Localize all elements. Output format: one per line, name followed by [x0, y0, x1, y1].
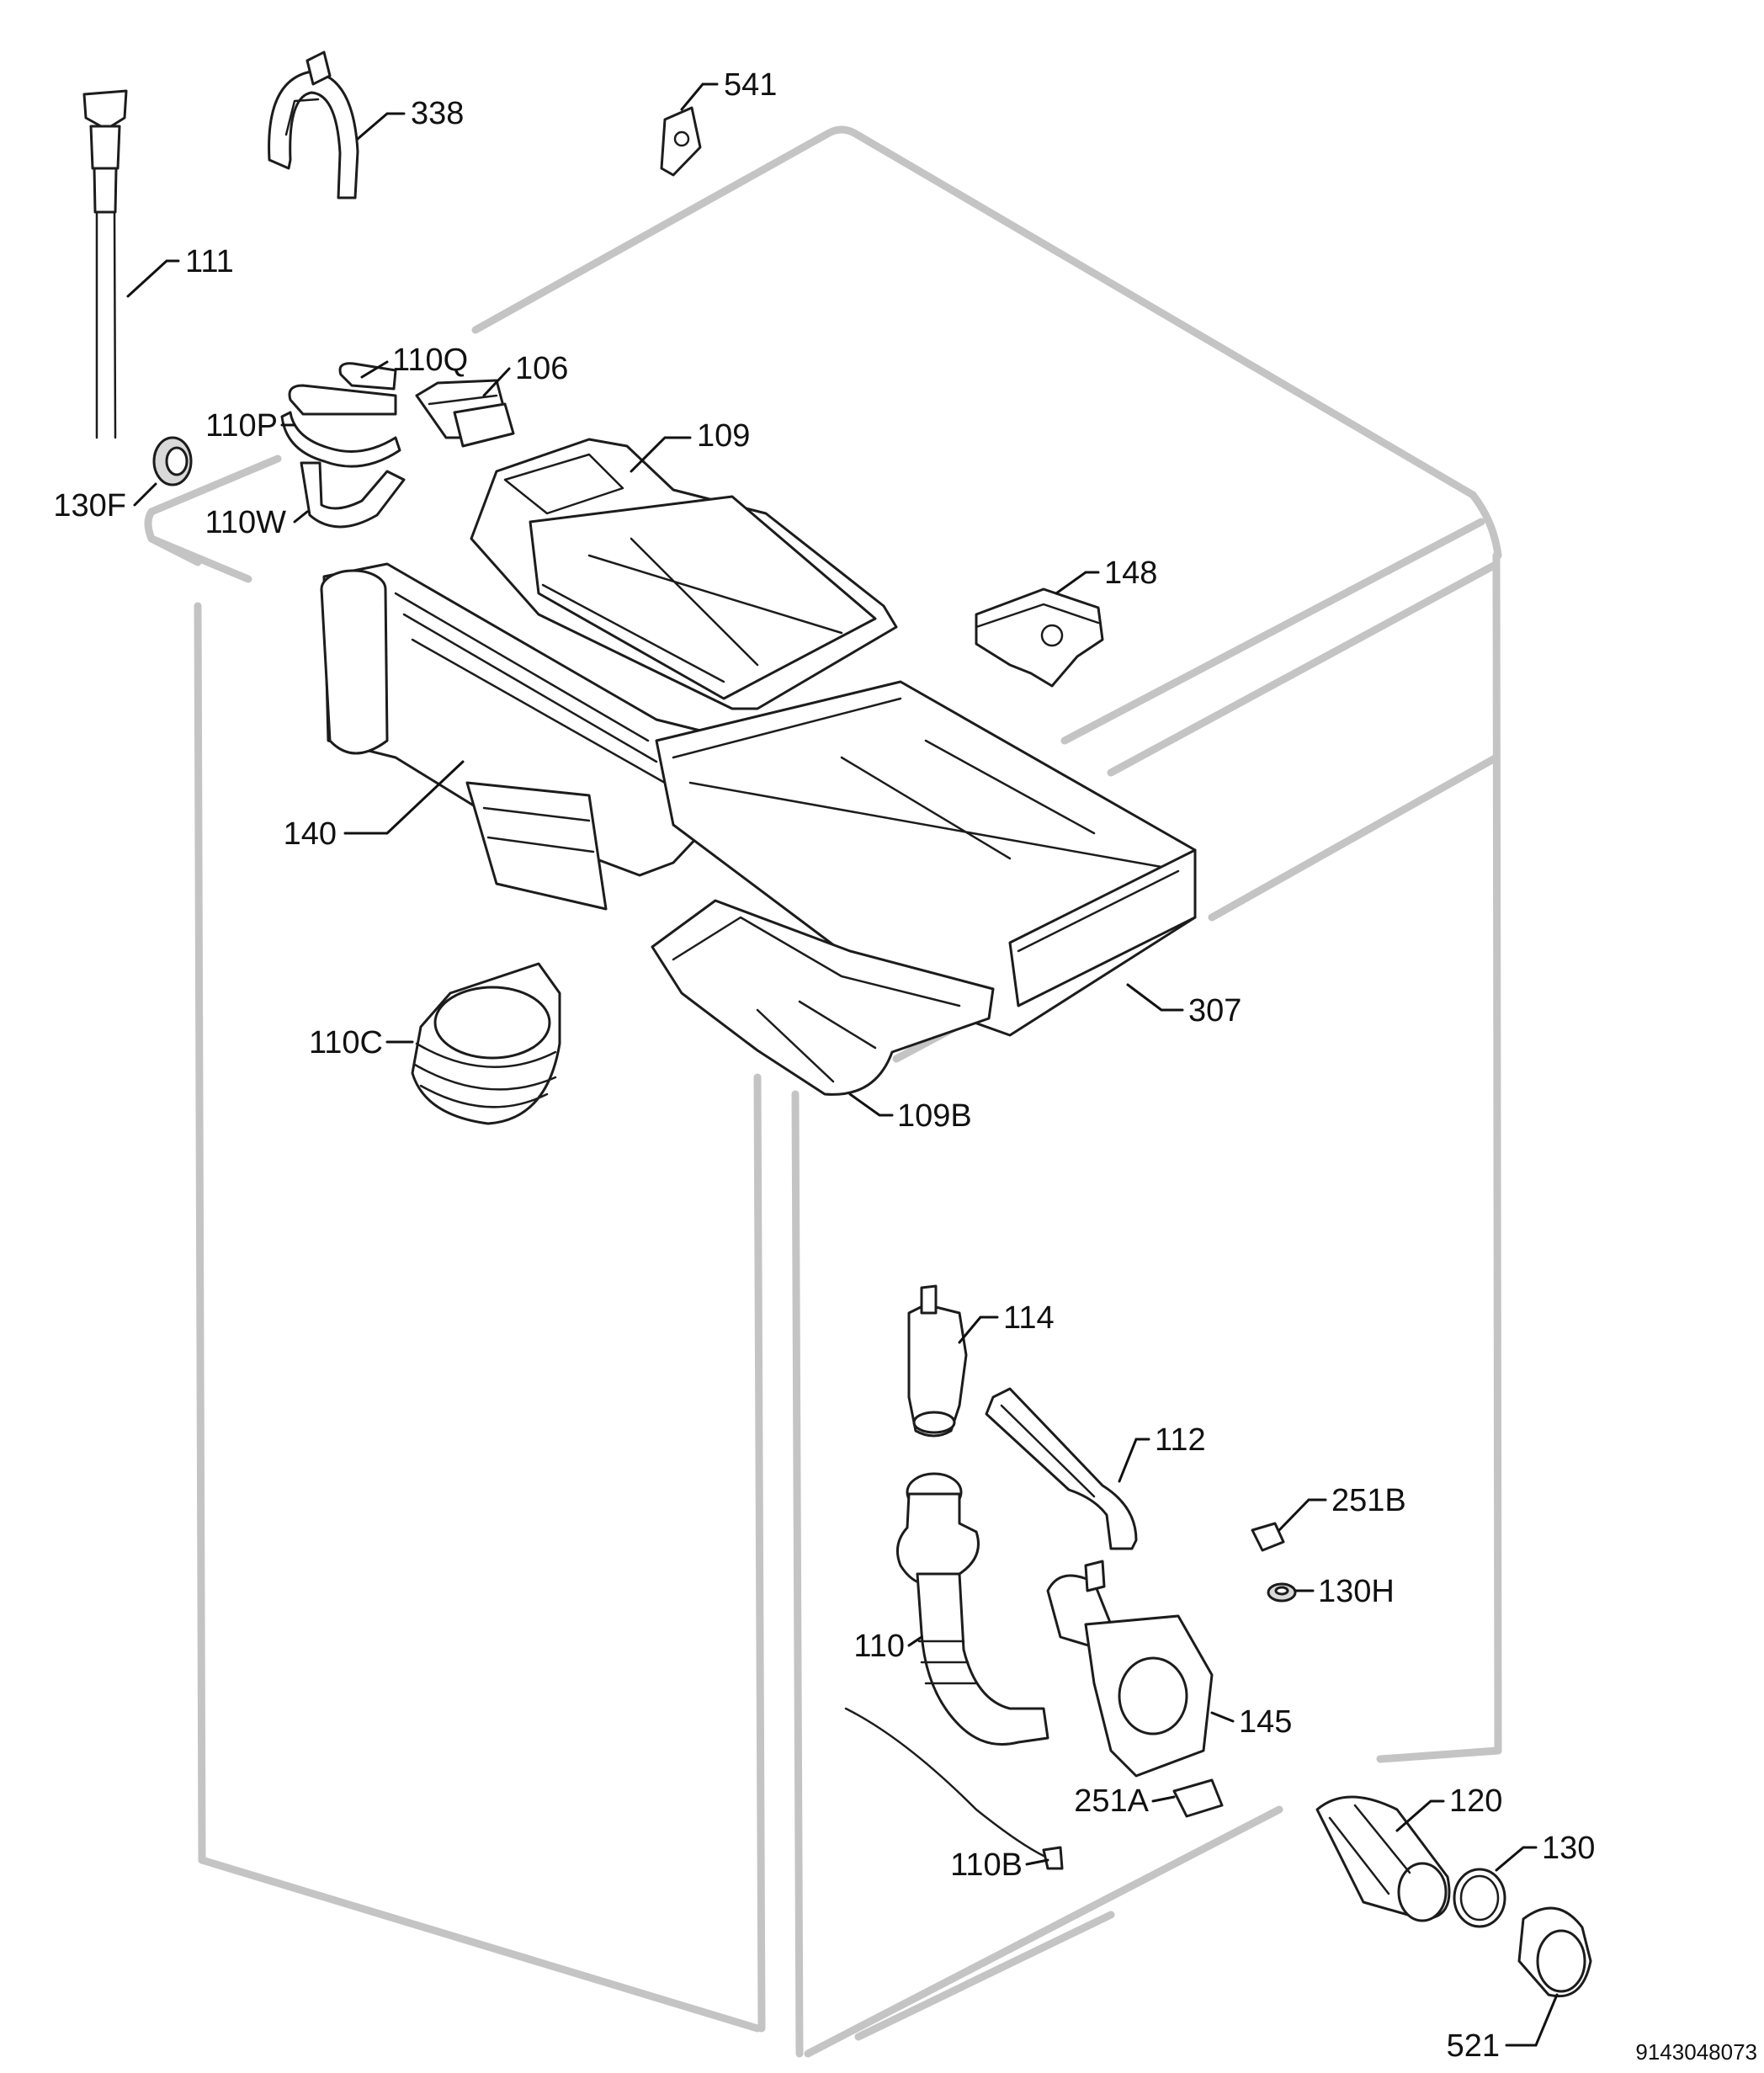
label-140: 140 [284, 816, 337, 852]
label-114: 114 [1003, 1300, 1055, 1336]
label-110: 110 [853, 1629, 905, 1664]
leader-109b [848, 1092, 894, 1117]
part-109-dispenser-housing [470, 438, 898, 710]
label-110c: 110C [309, 1025, 383, 1060]
part-120-pump-filter [1315, 1795, 1451, 1922]
leader-112 [1118, 1438, 1150, 1483]
label-251b: 251B [1331, 1483, 1406, 1518]
part-307-drawer [655, 680, 1197, 1037]
leader-106 [482, 367, 511, 397]
part-251b-clip [1251, 1522, 1285, 1552]
part-106-valve-assembly [288, 362, 515, 448]
part-109b-lower-tray [651, 899, 995, 1096]
leader-114 [958, 1316, 999, 1344]
part-110-sump-hose [895, 1472, 1049, 1746]
label-111: 111 [185, 244, 234, 279]
part-112-drain-hose [985, 1387, 1138, 1550]
part-114-air-chamber [907, 1284, 968, 1438]
label-120: 120 [1449, 1783, 1502, 1819]
part-110c-bellows [411, 962, 561, 1125]
part-111-inlet-hose [82, 89, 128, 439]
leader-120 [1395, 1799, 1445, 1832]
drawing-number: 9143048073 [1635, 2039, 1757, 2065]
leader-338 [356, 112, 406, 141]
leader-307 [1126, 983, 1184, 1012]
part-140-main-tray [320, 562, 742, 911]
part-110b-cable [844, 1707, 1064, 1870]
leader-lines [126, 82, 1559, 2047]
leader-251b [1278, 1498, 1327, 1532]
label-109b: 109B [897, 1098, 972, 1134]
part-labels: 338 541 111 110Q 106 110P 109 130F 110W … [53, 67, 1595, 2064]
leader-110w [293, 510, 309, 524]
leader-110 [907, 1635, 923, 1647]
leader-145 [1210, 1711, 1235, 1723]
label-338: 338 [411, 96, 464, 131]
part-251a-clip [1172, 1778, 1224, 1818]
part-130h-grommet [1267, 1582, 1297, 1603]
leader-140 [343, 760, 465, 835]
leader-110b [1025, 1858, 1049, 1866]
part-148-cover-block [975, 587, 1104, 688]
cabinet-outline [144, 125, 1502, 2058]
part-541-clip [660, 106, 702, 177]
part-521-filter-cap [1517, 1906, 1592, 1998]
leader-111 [126, 259, 180, 298]
leader-251a [1151, 1795, 1176, 1803]
part-130f-ring [152, 436, 193, 486]
leader-541 [680, 82, 719, 111]
label-521: 521 [1447, 2028, 1500, 2064]
leader-109 [630, 436, 692, 473]
label-109: 109 [697, 418, 750, 454]
part-110p-hose [280, 411, 401, 468]
label-110p: 110P [205, 408, 278, 444]
label-110w: 110W [205, 505, 287, 540]
leader-110q [360, 360, 389, 379]
leader-130 [1495, 1846, 1538, 1872]
label-112: 112 [1155, 1422, 1206, 1458]
leader-130f [133, 482, 157, 507]
label-541: 541 [724, 67, 777, 103]
part-338-hose-bend [268, 50, 359, 199]
label-148: 148 [1104, 555, 1157, 591]
part-110w-hose [300, 461, 406, 529]
label-307: 307 [1188, 993, 1241, 1029]
part-145-drain-pump [1046, 1560, 1214, 1778]
label-110b: 110B [950, 1847, 1023, 1883]
leader-521 [1505, 1993, 1559, 2047]
label-251a: 251A [1074, 1783, 1149, 1819]
label-130h: 130H [1318, 1574, 1395, 1609]
part-130-seal-ring [1453, 1868, 1506, 1928]
leader-148 [1055, 571, 1100, 595]
label-110q: 110Q [392, 343, 468, 378]
label-145: 145 [1239, 1704, 1292, 1740]
label-106: 106 [515, 351, 568, 386]
label-130f: 130F [53, 488, 126, 524]
label-130: 130 [1542, 1831, 1595, 1866]
